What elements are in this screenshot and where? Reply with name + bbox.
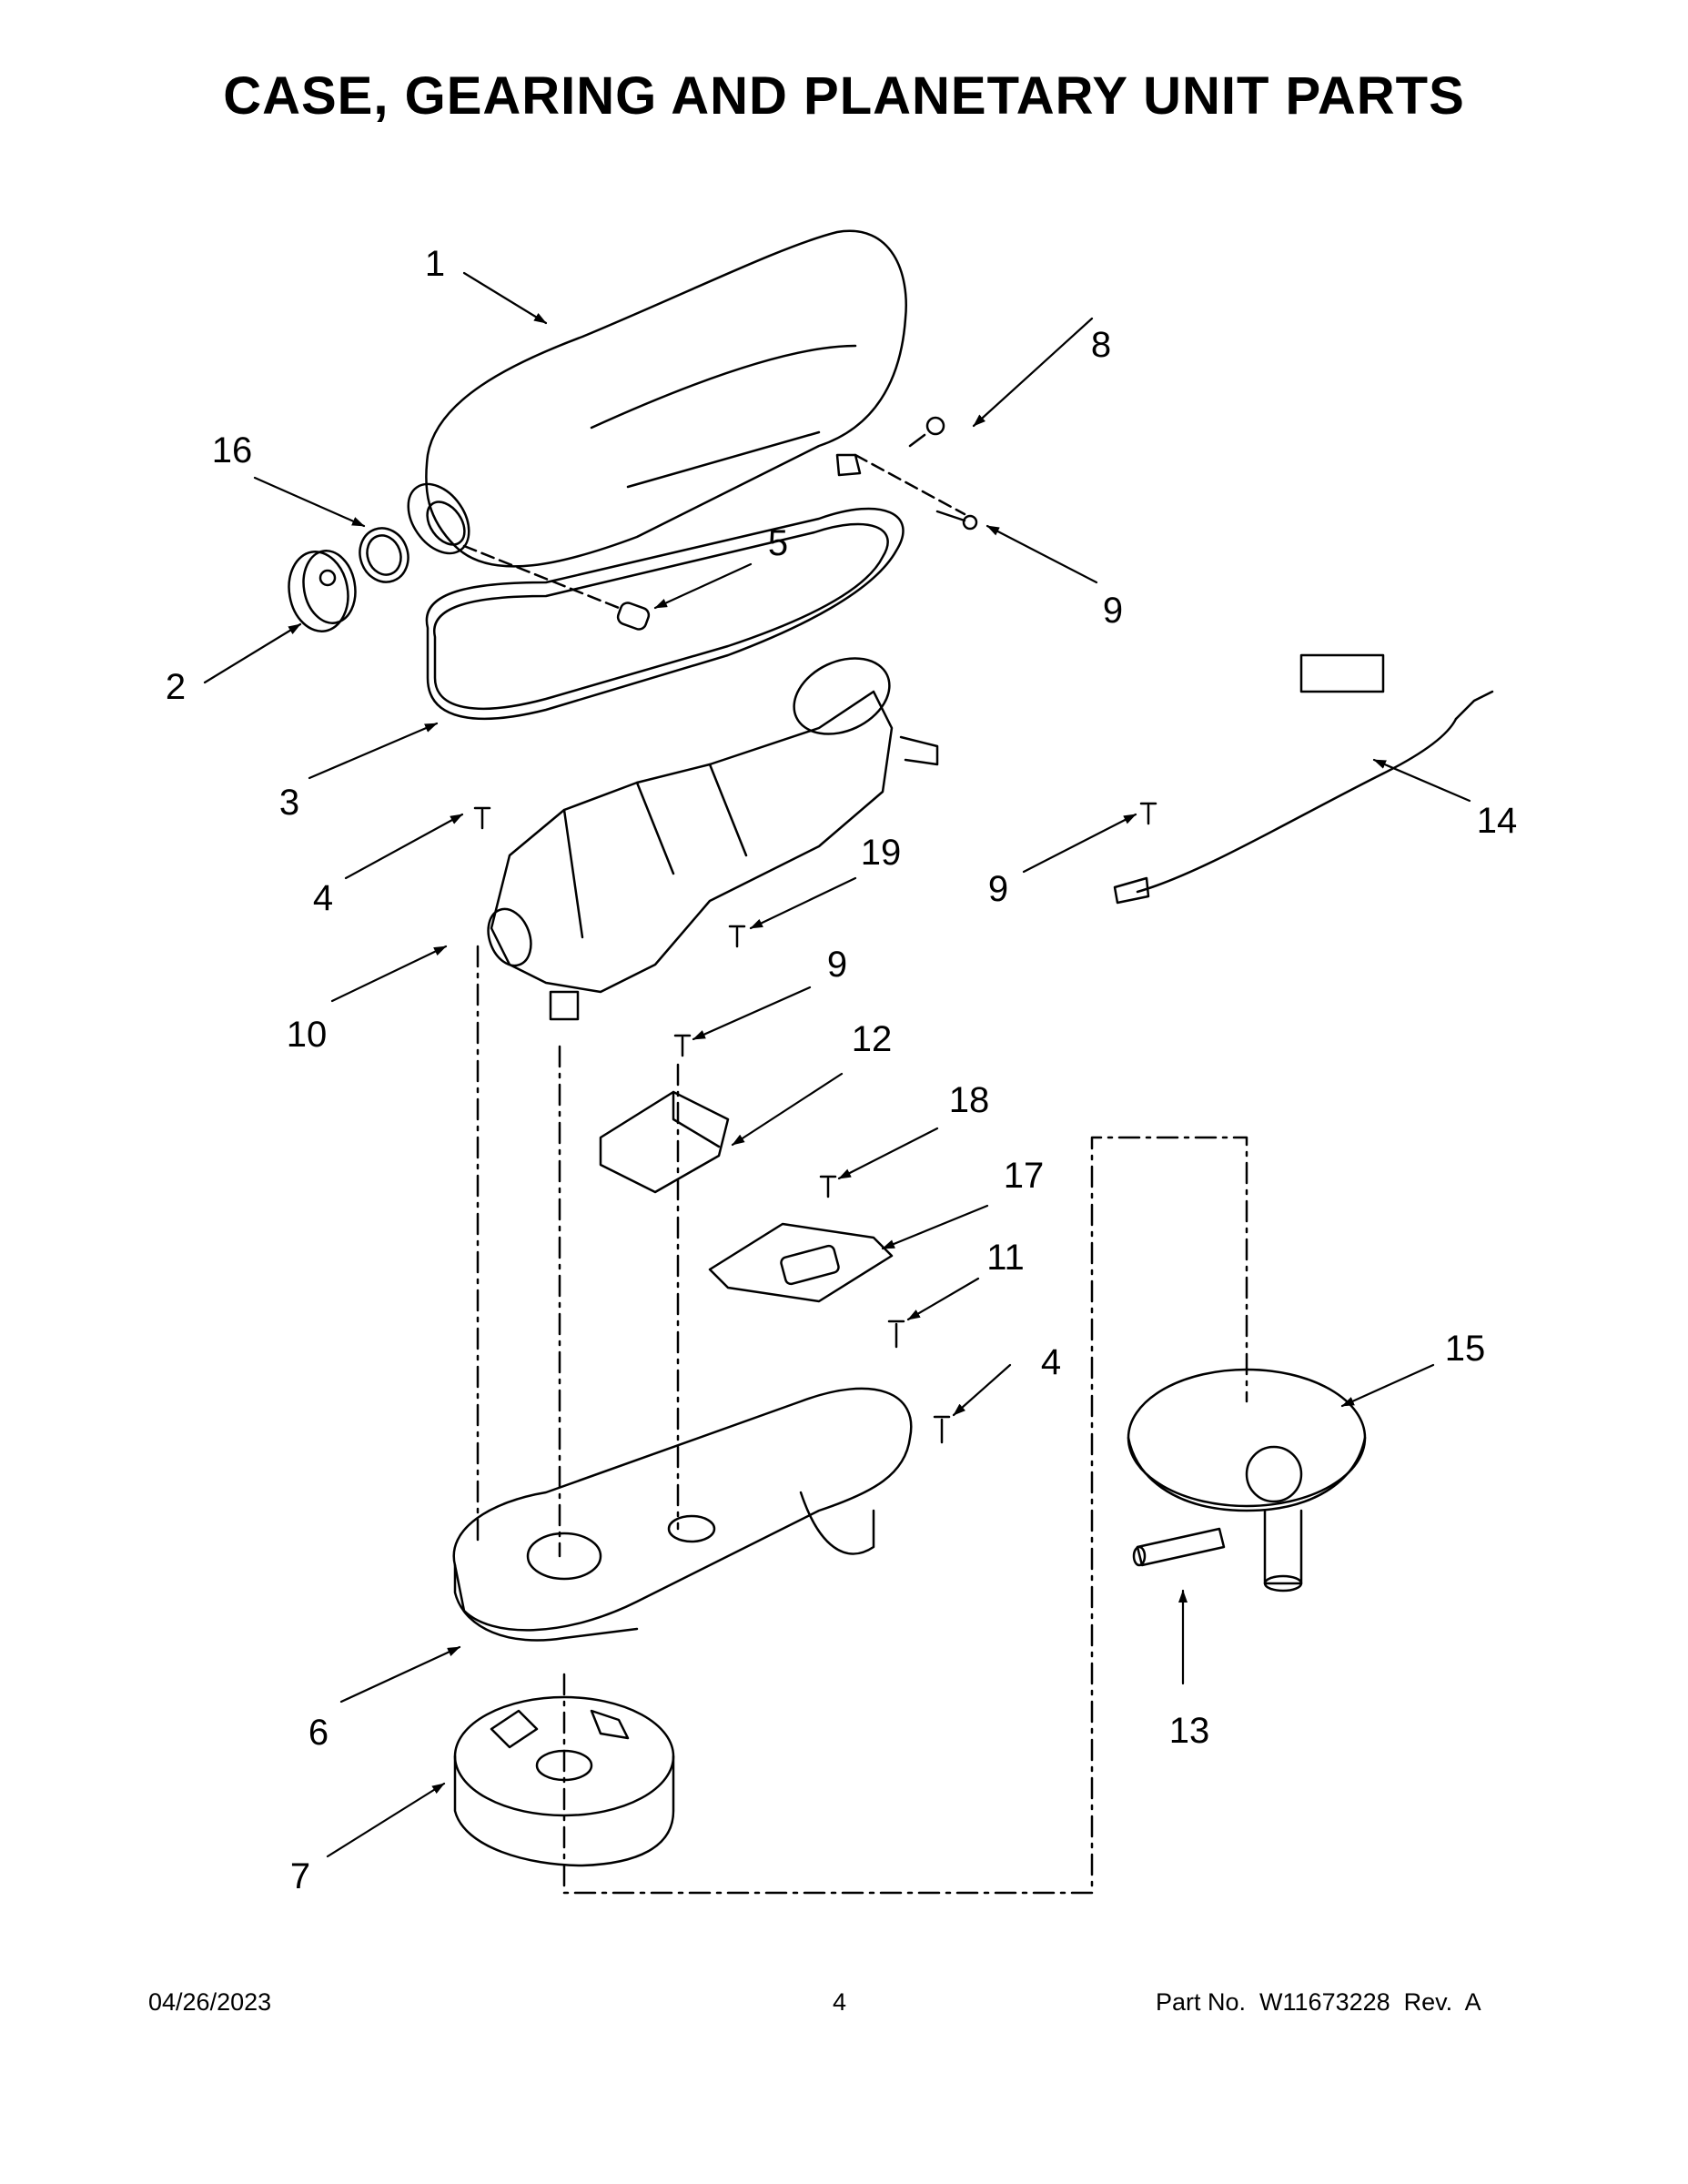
screw-19 — [728, 925, 746, 948]
screw-4-top — [473, 806, 491, 830]
motor-housing-part — [407, 229, 907, 568]
leader-lines — [203, 271, 1471, 1858]
thumb-screw-5 — [616, 602, 651, 631]
callout-3: 3 — [279, 783, 299, 823]
callout-16: 16 — [212, 430, 253, 470]
callout-1: 1 — [425, 244, 445, 284]
planetary-unit-part — [1127, 1368, 1367, 1592]
callout-11: 11 — [986, 1238, 1025, 1278]
callout-2: 2 — [166, 667, 186, 707]
screw-9-mid — [673, 1034, 692, 1057]
motor-transmission-part — [487, 657, 939, 1021]
callout-14: 14 — [1477, 801, 1518, 841]
callout-17: 17 — [1004, 1156, 1045, 1196]
pin-part — [1132, 1527, 1226, 1567]
screw-4-right — [933, 1415, 951, 1444]
screw-8 — [908, 416, 945, 448]
callout-18: 18 — [949, 1080, 990, 1120]
page-title: CASE, GEARING AND PLANETARY UNIT PARTS — [223, 66, 1465, 126]
hub-cap-part — [288, 550, 357, 632]
power-cord-part — [1113, 653, 1494, 905]
callout-12: 12 — [852, 1019, 893, 1059]
callout-7: 7 — [290, 1856, 310, 1896]
screw-9-top — [935, 510, 978, 531]
trim-band-part — [425, 507, 905, 720]
callout-5: 5 — [768, 523, 788, 563]
callout-4: 4 — [313, 878, 333, 918]
screw-9-cord — [1139, 802, 1157, 825]
trim-ring-part — [359, 527, 409, 583]
callout-4-right: 4 — [1041, 1342, 1061, 1382]
screw-11 — [887, 1320, 905, 1349]
screw-18 — [819, 1175, 837, 1198]
callout-9-mid: 9 — [827, 945, 847, 985]
footer-part-number: Part No. W11673228 Rev. A — [1156, 1988, 1481, 2016]
callout-8: 8 — [1091, 325, 1111, 365]
callout-19: 19 — [861, 833, 902, 873]
pedestal-housing-part — [452, 1387, 913, 1642]
assembly-lines — [476, 945, 1248, 1895]
callout-6: 6 — [308, 1713, 329, 1753]
control-board-part — [599, 1090, 730, 1194]
callout-9-cord: 9 — [988, 869, 1008, 909]
gasket-part — [708, 1222, 894, 1303]
footer-page-number: 4 — [833, 1988, 847, 2016]
footer-date: 04/26/2023 — [148, 1988, 272, 2016]
callout-10: 10 — [287, 1015, 328, 1055]
callout-15: 15 — [1445, 1329, 1486, 1369]
callout-9: 9 — [1103, 591, 1123, 631]
callout-13: 13 — [1169, 1711, 1210, 1751]
